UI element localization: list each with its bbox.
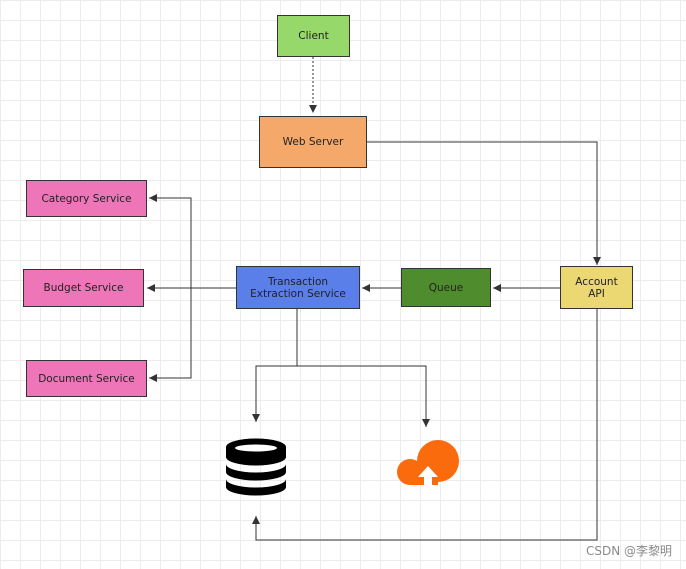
transaction-extraction-service-node: Transaction Extraction Service: [236, 266, 360, 309]
category-service-node: Category Service: [26, 180, 147, 217]
account-api-label: Account API: [575, 275, 618, 300]
edge-web-server-to-account-api: [367, 141, 601, 265]
document-service-label: Document Service: [38, 372, 135, 385]
queue-label: Queue: [428, 281, 464, 294]
document-service-node: Document Service: [26, 360, 147, 397]
database-icon: [226, 438, 286, 496]
transaction-extraction-service-label: Transaction Extraction Service: [250, 275, 346, 300]
web-server-label: Web Server: [282, 136, 344, 148]
client-node: Client: [277, 15, 350, 57]
edge-trunk-to-document-service: [149, 288, 192, 382]
client-label: Client: [298, 30, 329, 42]
web-server-node: Web Server: [259, 116, 367, 168]
edge-trunk-to-category-service: [149, 194, 192, 288]
account-api-node: Account API: [560, 266, 633, 309]
cloud-upload-icon: [397, 440, 459, 486]
edge-transaction-to-database: [252, 309, 298, 422]
budget-service-label: Budget Service: [43, 282, 124, 294]
category-service-label: Category Service: [41, 192, 132, 205]
edge-account-api-to-database: [252, 309, 598, 541]
watermark: CSDN @李黎明: [585, 544, 672, 558]
edge-transaction-to-cloud: [297, 365, 430, 427]
queue-node: Queue: [401, 268, 491, 307]
budget-service-node: Budget Service: [23, 269, 144, 307]
